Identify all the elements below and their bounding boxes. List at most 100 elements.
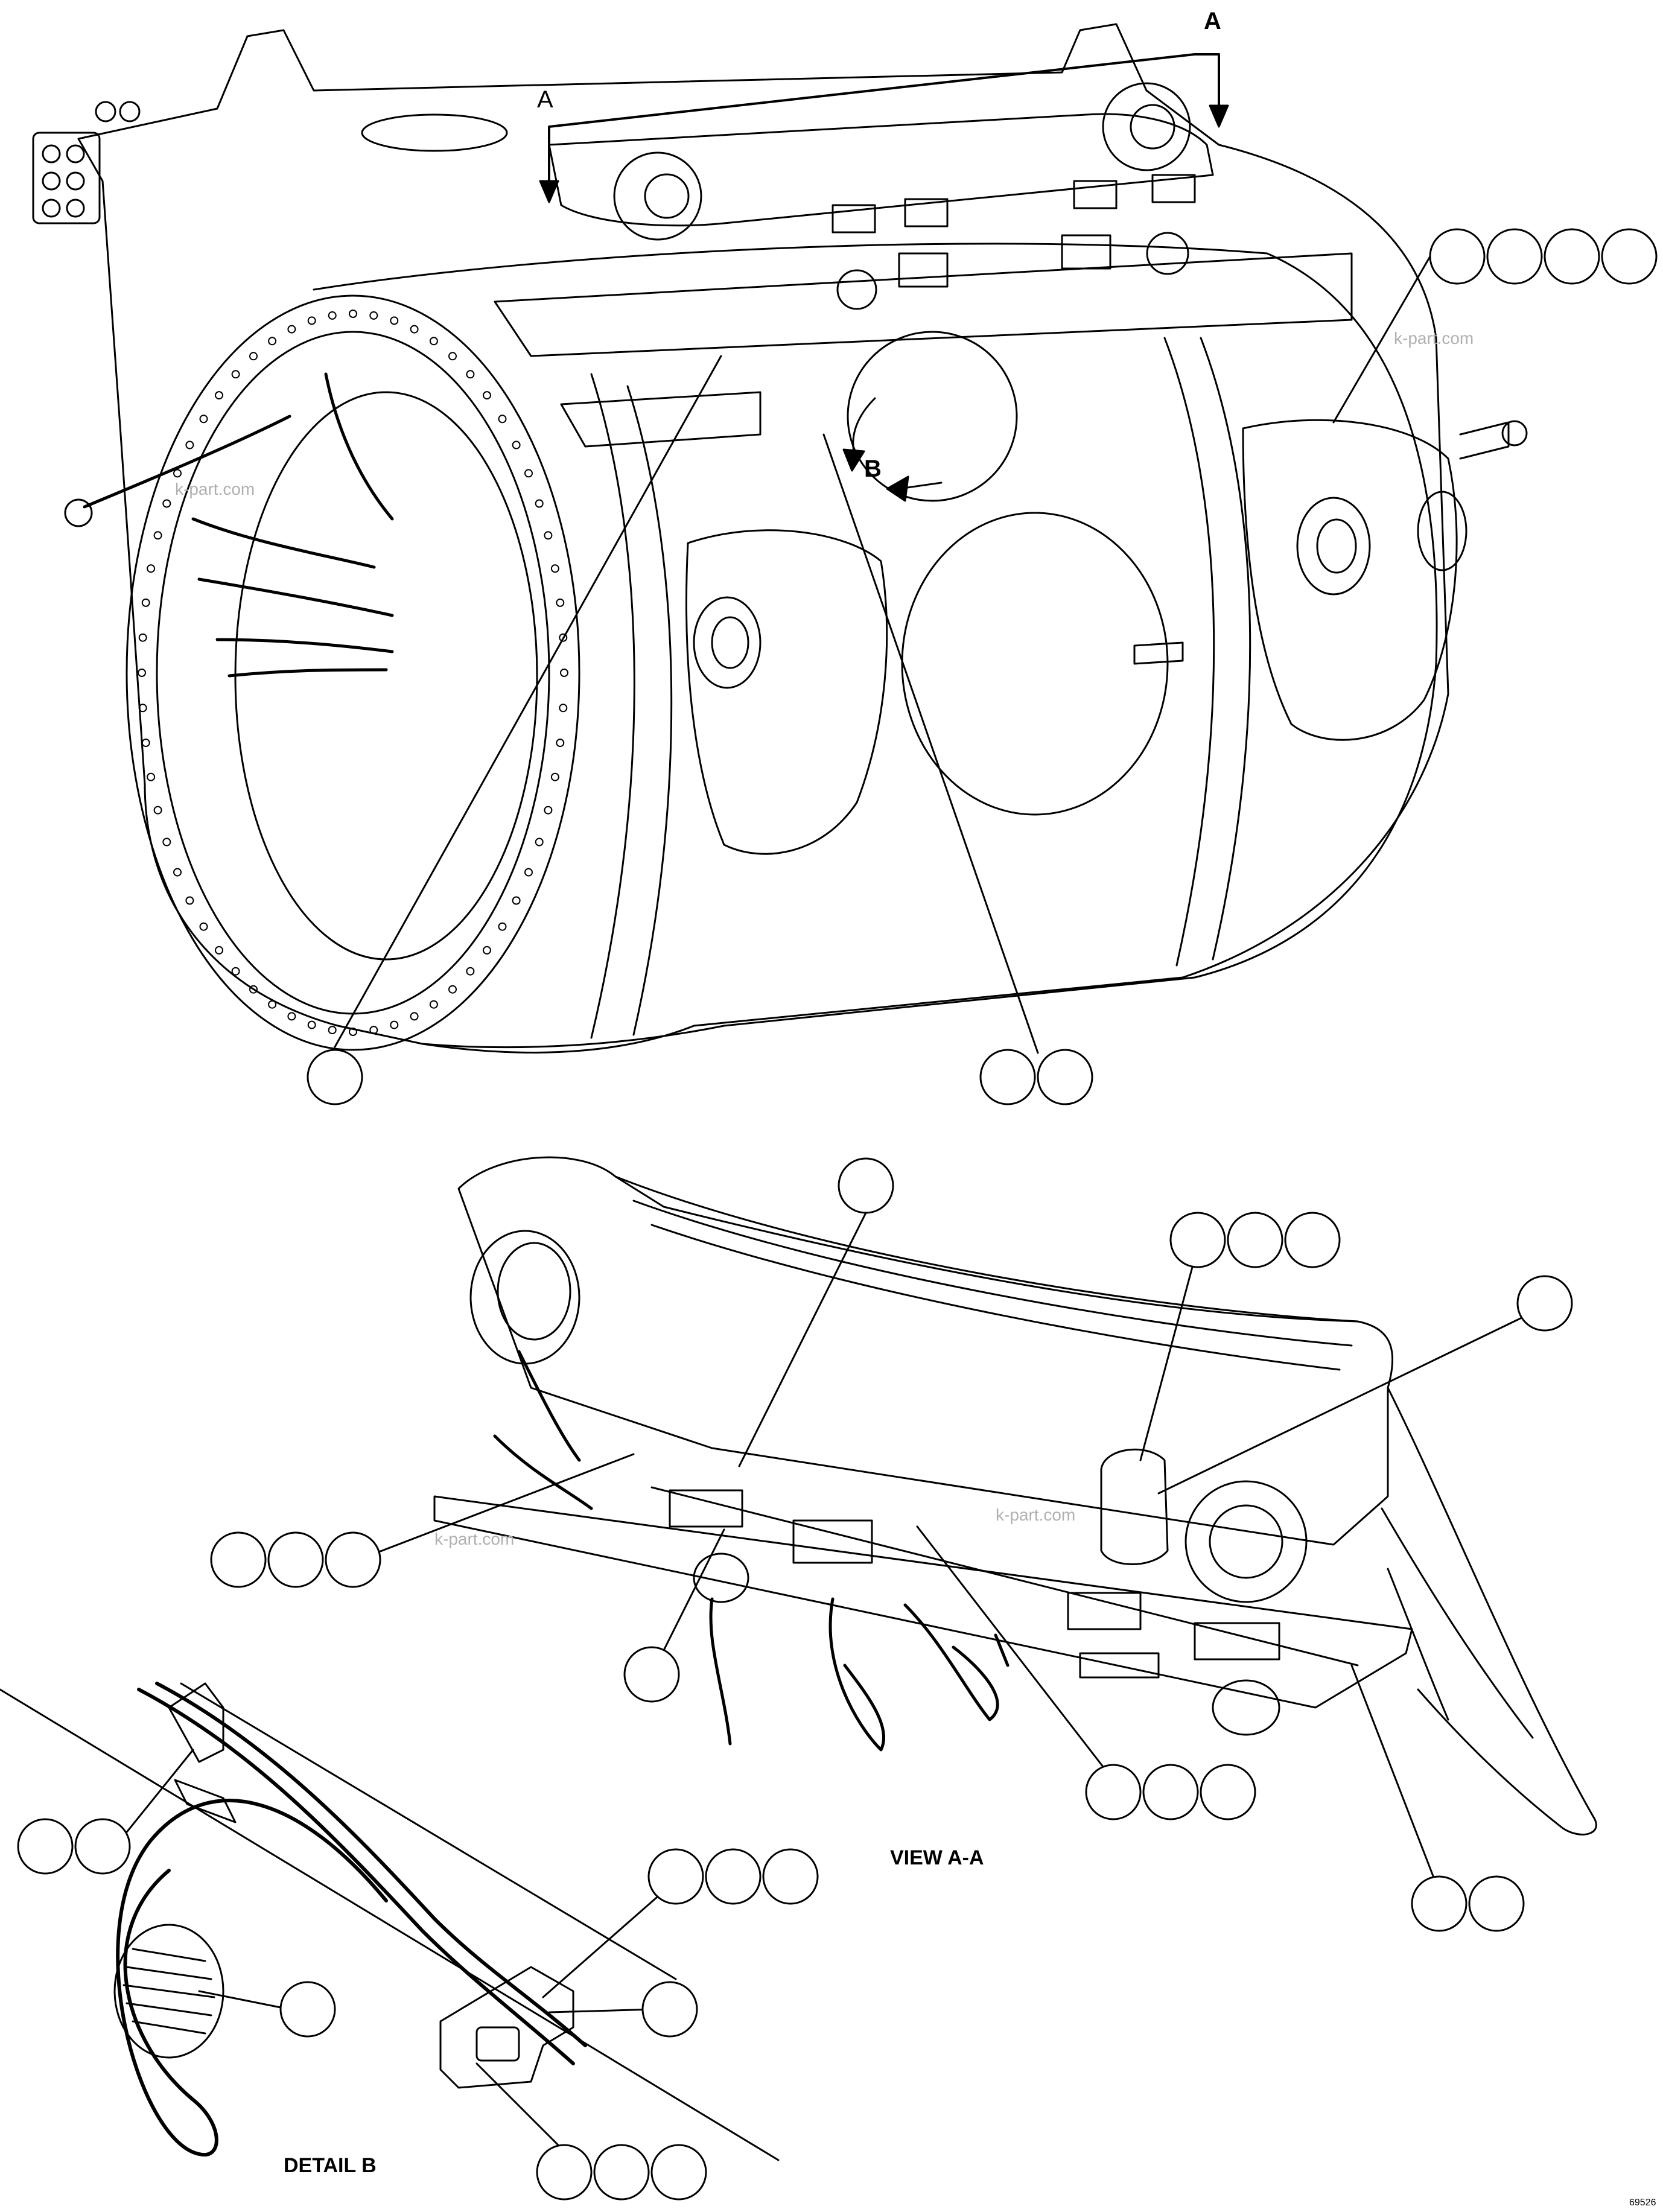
aa-left-cylinder bbox=[469, 1230, 580, 1365]
rail-body bbox=[457, 1156, 1394, 1546]
component-box-2 bbox=[904, 198, 949, 227]
bolt-hole bbox=[215, 946, 223, 955]
aa-left-cylinder-cap bbox=[497, 1242, 571, 1341]
pin-boss-top-right bbox=[1102, 82, 1191, 171]
bolt-hole bbox=[199, 415, 208, 424]
bolt-hole bbox=[369, 311, 378, 320]
bolt-hole bbox=[215, 391, 223, 400]
pin-boss-top-left-inner bbox=[644, 173, 690, 219]
drum-body bbox=[313, 243, 1438, 1049]
callout-group-aa-lower-left bbox=[623, 1646, 680, 1703]
bolt-hole bbox=[138, 633, 147, 642]
frame-outline bbox=[77, 23, 1449, 1054]
bolt-hole bbox=[556, 739, 565, 748]
bolt-hole bbox=[307, 1020, 316, 1029]
aa-right-hub-inner bbox=[1209, 1504, 1283, 1579]
bolt-hole bbox=[550, 564, 559, 573]
bolt-hole bbox=[199, 922, 208, 931]
detail-b-caption: DETAIL B bbox=[284, 2154, 377, 2177]
aa-box-3 bbox=[1067, 1592, 1142, 1630]
bolt-hole bbox=[535, 837, 544, 847]
bolt-hole bbox=[138, 704, 147, 713]
detail-letter-b: B bbox=[864, 456, 882, 482]
leader-lines-detail-b bbox=[116, 1749, 668, 2152]
section-letter-top: A bbox=[1204, 8, 1221, 34]
bolt-hole bbox=[185, 896, 194, 905]
view-aa: k-part.com k-part.com VIEW A-A bbox=[373, 1156, 1597, 1893]
bolt-hole bbox=[287, 325, 296, 334]
aa-lamp-right bbox=[1212, 1679, 1280, 1736]
detail-b-top-bracket bbox=[168, 1682, 224, 1763]
right-shaft bbox=[1459, 421, 1510, 460]
callout-group-main-left bbox=[307, 1049, 363, 1105]
bolt-hole bbox=[410, 1012, 419, 1021]
rail-arm-sweep bbox=[1387, 1387, 1597, 1835]
aa-sensor bbox=[1100, 1448, 1169, 1565]
aa-bottom-bar bbox=[433, 1495, 1413, 1709]
arm-left-pin-inner bbox=[711, 616, 749, 669]
arm-right-pin-inner bbox=[1316, 518, 1357, 574]
detail-b-inset-circle bbox=[847, 331, 1018, 502]
bolt-hole bbox=[141, 598, 150, 607]
leader-lines-aa bbox=[373, 1212, 1528, 1893]
bolt-circle bbox=[138, 310, 568, 1036]
callout-group-aa-bottom-right bbox=[1411, 1875, 1525, 1932]
callout-group-main-top-right bbox=[1429, 228, 1658, 285]
bolt-hole bbox=[483, 391, 491, 400]
bolt-hole bbox=[138, 669, 146, 677]
detail-b-arrow-head bbox=[886, 475, 909, 502]
drum-front-ring bbox=[126, 294, 580, 1051]
bolt-hole bbox=[147, 772, 156, 781]
hydraulic-block bbox=[32, 132, 101, 224]
access-door-latch bbox=[1133, 641, 1184, 665]
section-line bbox=[548, 53, 1220, 188]
callout-group-main-center bbox=[979, 1049, 1093, 1105]
component-box-1 bbox=[832, 204, 876, 234]
callout-group-aa-top-right bbox=[1169, 1212, 1341, 1268]
bolt-hole bbox=[231, 370, 240, 379]
bolt-hole bbox=[550, 772, 559, 781]
aa-box-4 bbox=[1194, 1622, 1280, 1661]
arm-right bbox=[1242, 419, 1458, 741]
bolt-hole bbox=[559, 633, 568, 642]
detail-b-connector bbox=[475, 2026, 520, 2062]
component-box-6 bbox=[1061, 234, 1111, 270]
bolt-hole bbox=[466, 370, 475, 379]
bolt-hole bbox=[328, 1026, 337, 1035]
right-shaft-end bbox=[1501, 420, 1528, 447]
bolt-hole bbox=[512, 440, 521, 450]
bracket-plate bbox=[494, 252, 1353, 357]
bolt-hole bbox=[173, 868, 182, 877]
arm-left-pin bbox=[693, 596, 762, 689]
detail-b: DETAIL B bbox=[0, 1682, 780, 2177]
view-aa-caption: VIEW A-A bbox=[890, 1846, 984, 1869]
component-box-4 bbox=[1151, 174, 1196, 203]
aa-box-1 bbox=[669, 1489, 743, 1528]
section-arrow-right bbox=[1209, 104, 1229, 128]
arm-left bbox=[685, 529, 888, 855]
bolt-hole bbox=[544, 531, 553, 540]
lamp-right bbox=[1146, 232, 1189, 275]
bolt-hole bbox=[349, 310, 357, 318]
callout-group-detail-b-left bbox=[17, 1818, 131, 1875]
aa-lamp-left bbox=[693, 1553, 749, 1603]
callout-group-aa-bottom-center bbox=[1085, 1764, 1256, 1820]
top-hatch bbox=[361, 113, 508, 152]
arm-right-pin-2 bbox=[1417, 491, 1467, 571]
lamp-left bbox=[836, 269, 877, 310]
bolt-hole bbox=[512, 896, 521, 905]
bolt-hole bbox=[483, 946, 491, 955]
drum-band-right bbox=[1163, 337, 1251, 967]
detail-b-connector-bracket bbox=[439, 1966, 574, 2089]
aa-rod bbox=[650, 1486, 1359, 1667]
bolt-hole bbox=[429, 1000, 438, 1009]
section-letter-left: A bbox=[537, 86, 553, 113]
bolt-hole bbox=[560, 669, 568, 677]
sheet-code: 69526 bbox=[1629, 2198, 1656, 2208]
bolt-hole bbox=[162, 837, 171, 847]
bolt-hole bbox=[147, 564, 156, 573]
bolt-hole bbox=[268, 1000, 277, 1009]
bolt-hole bbox=[349, 1028, 357, 1036]
bolt-hole bbox=[524, 469, 533, 478]
